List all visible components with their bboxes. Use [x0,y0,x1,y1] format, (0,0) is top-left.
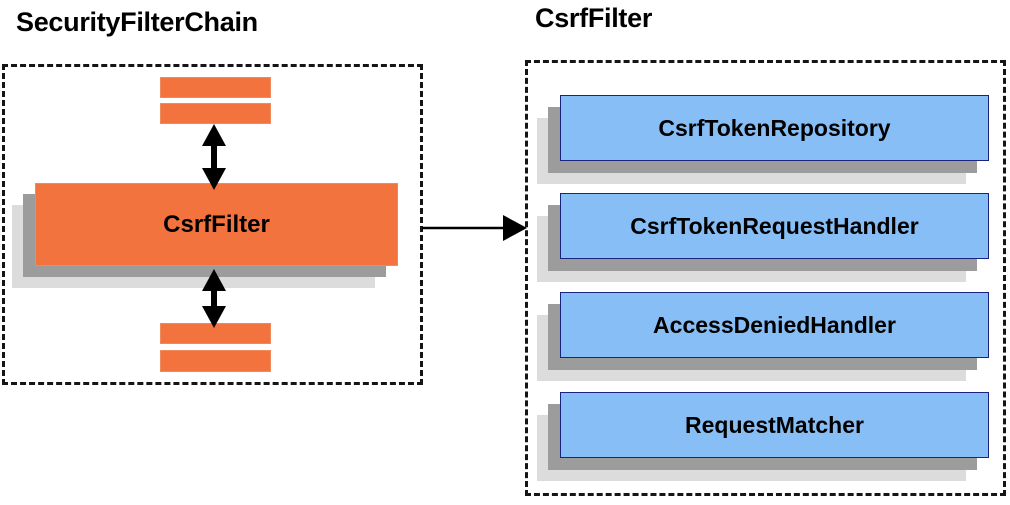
panel-security-filter-chain [2,64,423,385]
node-csrf-filter[interactable]: CsrfFilter [35,183,398,266]
node-request-matcher[interactable]: RequestMatcher [560,392,989,458]
node-csrf-token-repository[interactable]: CsrfTokenRepository [560,95,989,161]
filter-slice-bottom-2 [160,350,271,372]
panel-title-csrf-filter: CsrfFilter [535,3,653,33]
connector-expand [422,215,527,241]
filter-slice-top-2 [160,103,271,124]
filter-slice-bottom-1 [160,323,271,344]
node-access-denied-handler[interactable]: AccessDeniedHandler [560,292,989,358]
filter-slice-top-1 [160,77,271,98]
node-csrf-token-request-handler[interactable]: CsrfTokenRequestHandler [560,193,989,259]
panel-csrf-filter [525,60,1006,496]
panel-title-security-filter-chain: SecurityFilterChain [16,7,258,37]
